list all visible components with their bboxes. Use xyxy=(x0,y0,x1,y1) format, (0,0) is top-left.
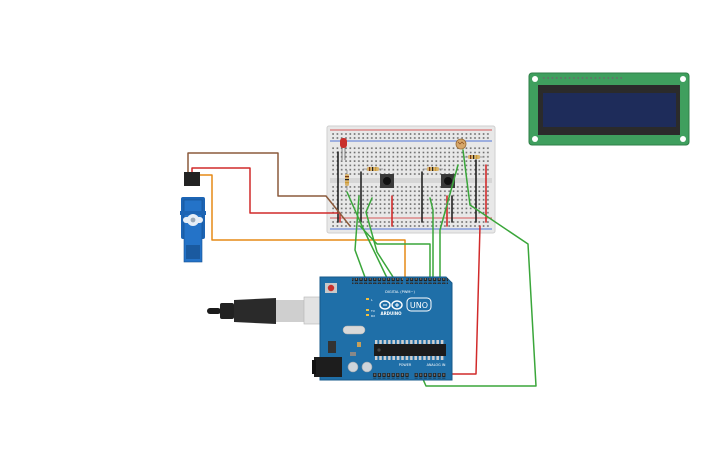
resistor-button-1[interactable] xyxy=(363,167,383,171)
red-led[interactable] xyxy=(340,138,347,160)
wire-photo-signal xyxy=(421,149,537,387)
resistor-led[interactable] xyxy=(345,170,349,190)
lcd-mount-hole-tl xyxy=(532,76,538,82)
lcd-mount-hole-tr xyxy=(680,76,686,82)
breadboard[interactable] xyxy=(326,125,496,234)
wire-led-signal xyxy=(346,191,389,281)
resistor-button-2[interactable] xyxy=(423,167,443,171)
digital-label: DIGITAL (PWM~) xyxy=(385,290,415,294)
wire-photo-analog xyxy=(439,164,459,281)
wire-button2-pin xyxy=(359,225,431,281)
photoresistor[interactable] xyxy=(455,138,467,150)
capacitor-1 xyxy=(347,361,359,373)
arduino-uno-board[interactable]: DIGITAL (PWM~) ARDUINO UNO TX RX L xyxy=(312,276,453,381)
reset-button[interactable] xyxy=(325,283,337,293)
lcd-display[interactable] xyxy=(528,72,690,146)
power-analog-header xyxy=(372,373,446,379)
power-label: POWER xyxy=(399,363,412,367)
wire-button1-pin xyxy=(354,195,367,281)
power-jack xyxy=(314,357,342,377)
micro-servo[interactable] xyxy=(180,172,206,263)
wire-button2-signal xyxy=(429,197,434,281)
wire-button1-signal xyxy=(365,197,396,281)
breadboard-jumpers xyxy=(337,151,487,227)
lcd-header-pins xyxy=(542,75,622,80)
lcd-screen xyxy=(543,93,676,127)
pushbutton-1[interactable] xyxy=(380,174,394,188)
uno-badge: UNO xyxy=(406,297,432,312)
rx-label: RX xyxy=(371,314,375,318)
lcd-mount-hole-br xyxy=(680,136,686,142)
pushbutton-2[interactable] xyxy=(441,174,455,188)
wire-servo-ground xyxy=(187,152,351,227)
digital-header xyxy=(352,278,448,284)
crystal xyxy=(342,325,366,335)
lcd-mount-hole-bl xyxy=(532,136,538,142)
wire-servo-signal xyxy=(195,174,406,281)
wires xyxy=(187,149,537,387)
l-label: L xyxy=(371,298,373,302)
atmega-chip xyxy=(374,340,446,360)
analog-label: ANALOG IN xyxy=(427,363,446,367)
arduino-logo-icon xyxy=(379,300,403,310)
svg-text:UNO: UNO xyxy=(410,301,428,310)
wire-servo-power xyxy=(191,167,341,223)
arduino-logo-text: ARDUINO xyxy=(381,311,403,316)
resistor-photo[interactable] xyxy=(464,155,484,159)
capacitor-2 xyxy=(361,361,373,373)
tx-label: TX xyxy=(370,309,375,313)
